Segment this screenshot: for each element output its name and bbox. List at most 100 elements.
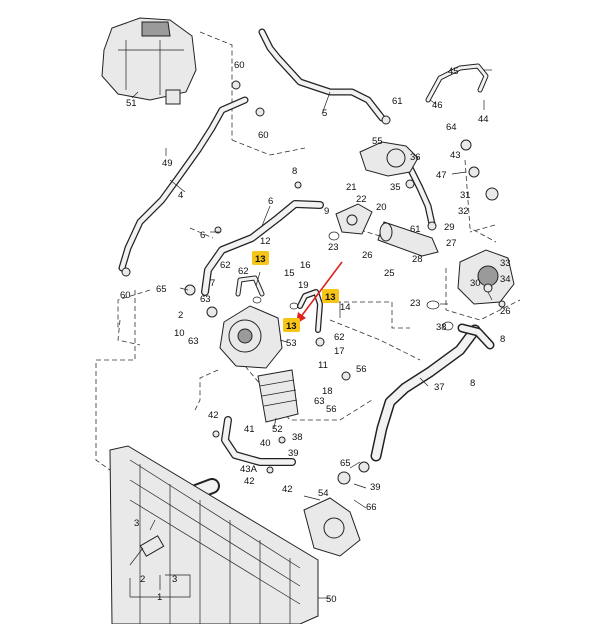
- highlighted-part-labels: 13 13 13: [252, 251, 339, 332]
- svg-text:32: 32: [458, 206, 469, 217]
- svg-text:42: 42: [244, 476, 255, 487]
- svg-text:39: 39: [370, 482, 381, 493]
- svg-text:26: 26: [362, 250, 373, 261]
- svg-text:13: 13: [325, 292, 336, 303]
- svg-text:36: 36: [410, 152, 421, 163]
- svg-text:64: 64: [446, 122, 457, 133]
- svg-text:46: 46: [432, 100, 443, 111]
- svg-text:26: 26: [500, 306, 511, 317]
- svg-text:25: 25: [384, 268, 395, 279]
- svg-text:3: 3: [172, 574, 177, 585]
- svg-text:63: 63: [314, 396, 325, 407]
- svg-text:43A: 43A: [240, 464, 258, 475]
- svg-text:53: 53: [286, 338, 297, 349]
- svg-text:10: 10: [174, 328, 185, 339]
- highlight-13-a: [252, 251, 269, 265]
- svg-text:61: 61: [392, 96, 403, 107]
- svg-text:13: 13: [286, 321, 297, 332]
- svg-text:43: 43: [450, 150, 461, 161]
- svg-text:44: 44: [478, 114, 489, 125]
- svg-text:6: 6: [268, 196, 273, 207]
- svg-text:23: 23: [328, 242, 339, 253]
- dashed-reference-lines: [95, 31, 521, 471]
- svg-text:62: 62: [220, 260, 231, 271]
- svg-text:17: 17: [334, 346, 345, 357]
- svg-text:18: 18: [322, 386, 333, 397]
- svg-text:3: 3: [134, 518, 139, 529]
- svg-text:56: 56: [356, 364, 367, 375]
- svg-text:8: 8: [500, 334, 505, 345]
- svg-text:7: 7: [210, 278, 215, 289]
- svg-text:35: 35: [390, 182, 401, 193]
- svg-text:1: 1: [157, 592, 162, 603]
- highlight-13-c: [283, 318, 300, 332]
- svg-text:47: 47: [436, 170, 447, 181]
- auxiliary-pump: [219, 305, 283, 369]
- svg-text:8: 8: [292, 166, 297, 177]
- svg-text:19: 19: [298, 280, 309, 291]
- svg-text:27: 27: [446, 238, 457, 249]
- thermostat-housing: [359, 141, 419, 177]
- svg-text:29: 29: [444, 222, 455, 233]
- svg-text:21: 21: [346, 182, 357, 193]
- svg-text:56: 56: [326, 404, 337, 415]
- svg-text:60: 60: [258, 130, 269, 141]
- svg-text:55: 55: [372, 136, 383, 147]
- svg-text:65: 65: [340, 458, 351, 469]
- svg-text:9: 9: [324, 206, 329, 217]
- svg-text:4: 4: [178, 190, 183, 201]
- part-number-labels: 51 60 60 60 5 61 49 4 6 6 8 9 21 22 20 2…: [120, 60, 511, 605]
- svg-text:40: 40: [260, 438, 271, 449]
- expansion-tank: [101, 17, 197, 105]
- svg-text:66: 66: [366, 502, 377, 513]
- svg-text:49: 49: [162, 158, 173, 169]
- electric-water-pump: [303, 497, 361, 557]
- radiator: [109, 445, 319, 624]
- hose-5: [258, 28, 386, 122]
- svg-text:42: 42: [208, 410, 219, 421]
- svg-text:54: 54: [318, 488, 329, 499]
- connector-flange: [335, 203, 373, 235]
- svg-text:52: 52: [272, 424, 283, 435]
- svg-text:51: 51: [126, 98, 137, 109]
- svg-text:11: 11: [318, 360, 328, 371]
- svg-text:38: 38: [436, 322, 447, 333]
- parts: [101, 17, 515, 624]
- svg-text:22: 22: [356, 194, 367, 205]
- svg-text:13: 13: [255, 254, 266, 265]
- svg-text:20: 20: [376, 202, 387, 213]
- svg-text:39: 39: [288, 448, 299, 459]
- highlight-13-b: [322, 289, 339, 303]
- svg-text:42: 42: [282, 484, 293, 495]
- svg-text:60: 60: [234, 60, 245, 71]
- svg-text:62: 62: [334, 332, 345, 343]
- svg-text:2: 2: [178, 310, 183, 321]
- svg-text:12: 12: [260, 236, 271, 247]
- svg-text:38: 38: [292, 432, 303, 443]
- svg-text:63: 63: [200, 294, 211, 305]
- svg-text:41: 41: [244, 424, 255, 435]
- svg-text:8: 8: [470, 378, 475, 389]
- svg-text:14: 14: [340, 302, 351, 313]
- svg-text:61: 61: [410, 224, 421, 235]
- svg-text:63: 63: [188, 336, 199, 347]
- svg-text:23: 23: [410, 298, 421, 309]
- svg-text:30: 30: [470, 278, 481, 289]
- leader-lines: [129, 69, 493, 599]
- svg-text:50: 50: [326, 594, 337, 605]
- svg-text:34: 34: [500, 274, 511, 285]
- svg-text:45: 45: [448, 66, 459, 77]
- svg-text:15: 15: [284, 268, 295, 279]
- svg-text:62: 62: [238, 266, 249, 277]
- svg-text:28: 28: [412, 254, 423, 265]
- svg-text:16: 16: [300, 260, 311, 271]
- svg-text:37: 37: [434, 382, 445, 393]
- water-pump: [457, 249, 515, 305]
- svg-text:65: 65: [156, 284, 167, 295]
- oil-cooler: [257, 369, 299, 423]
- svg-text:31: 31: [460, 190, 471, 201]
- svg-text:33: 33: [500, 258, 511, 269]
- svg-text:2: 2: [140, 574, 145, 585]
- coolant-pipe: [377, 221, 439, 257]
